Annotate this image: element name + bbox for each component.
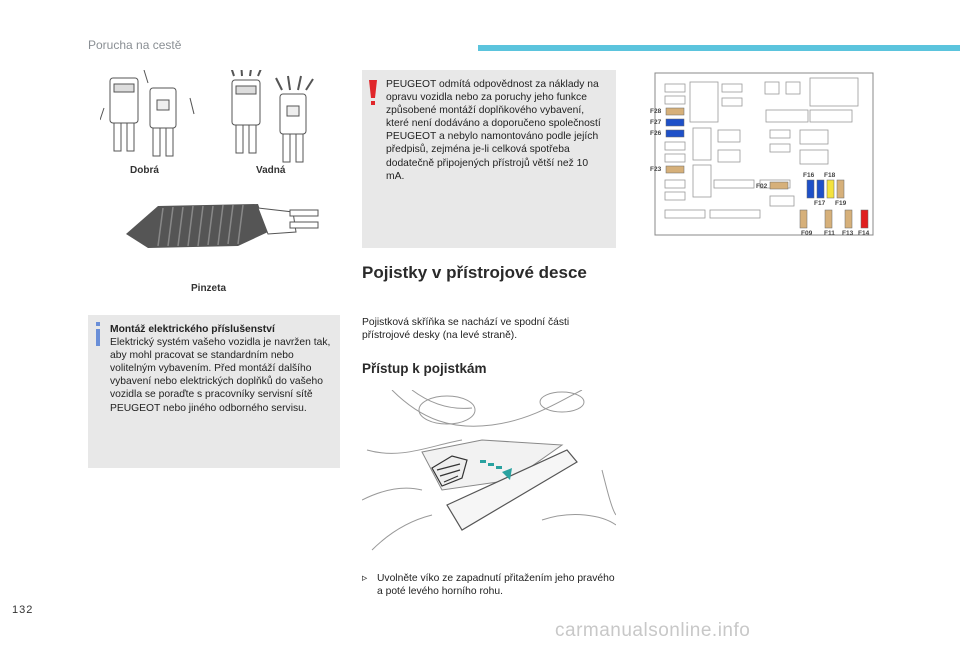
label-f13: F13	[842, 230, 854, 237]
bullet-icon: ▹	[362, 573, 368, 584]
fuse-f26	[665, 129, 685, 138]
fuse-f11	[824, 209, 833, 229]
info-note-body: Elektrický systém vašeho vozidla je navr…	[110, 337, 331, 414]
fuse-good-label: Dobrá	[130, 165, 159, 176]
fuse-f09	[799, 209, 808, 229]
page-number: 132	[12, 604, 34, 616]
fuse-f16	[806, 179, 815, 199]
fuse-f28	[665, 107, 685, 116]
label-f17: F17	[814, 200, 826, 207]
info-note-box: Montáž elektrického příslušenství Elektr…	[88, 315, 340, 468]
info-icon	[96, 322, 100, 346]
fuse-f02	[769, 181, 789, 190]
label-f23: F23	[650, 166, 662, 173]
label-f26: F26	[650, 130, 662, 137]
label-f02: F02	[756, 183, 768, 190]
watermark: carmanualsonline.info	[555, 620, 751, 641]
section-title: Pojistky v přístrojové desce	[362, 263, 587, 282]
section-subtitle: Přístup k pojistkám	[362, 361, 487, 376]
warning-note-body: PEUGEOT odmítá odpovědnost za náklady na…	[386, 79, 601, 182]
label-f09: F09	[801, 230, 813, 237]
fuse-box-outline	[654, 72, 874, 236]
tweezers-label: Pinzeta	[191, 283, 227, 294]
info-note-title: Montáž elektrického příslušenství	[110, 324, 275, 335]
section-header: Porucha na cestě	[88, 38, 182, 52]
warning-icon	[369, 80, 377, 105]
section-intro: Pojistková skříňka se nachází ve spodní …	[362, 317, 570, 342]
label-f14: F14	[858, 230, 870, 237]
fuse-f18	[826, 179, 835, 199]
fuse-box-access-illustration	[362, 390, 616, 558]
fuse-bad-label: Vadná	[256, 165, 286, 176]
fuse-f14	[860, 209, 869, 229]
fuse-f27	[665, 118, 685, 127]
fuse-good-bad-illustration	[100, 70, 314, 163]
label-f19: F19	[835, 200, 847, 207]
fuse-box-diagram: F28 F27 F26 F23 F02 F16 F18 F17 F19 F09 …	[650, 70, 878, 240]
fuse-f19	[836, 179, 845, 199]
label-f11: F11	[824, 230, 835, 237]
warning-note-box: PEUGEOT odmítá odpovědnost za náklady na…	[362, 70, 616, 248]
fuse-f13	[844, 209, 853, 229]
label-f27: F27	[650, 119, 662, 126]
step-text: Uvolněte víko ze zapadnutí přitažením je…	[377, 573, 615, 598]
fuse-f23	[665, 165, 685, 174]
label-f28: F28	[650, 108, 662, 115]
header-accent-bar	[478, 45, 960, 51]
label-f16: F16	[803, 172, 815, 179]
label-f18: F18	[824, 172, 836, 179]
fuse-f17	[816, 179, 825, 199]
tweezers-illustration	[126, 204, 319, 248]
